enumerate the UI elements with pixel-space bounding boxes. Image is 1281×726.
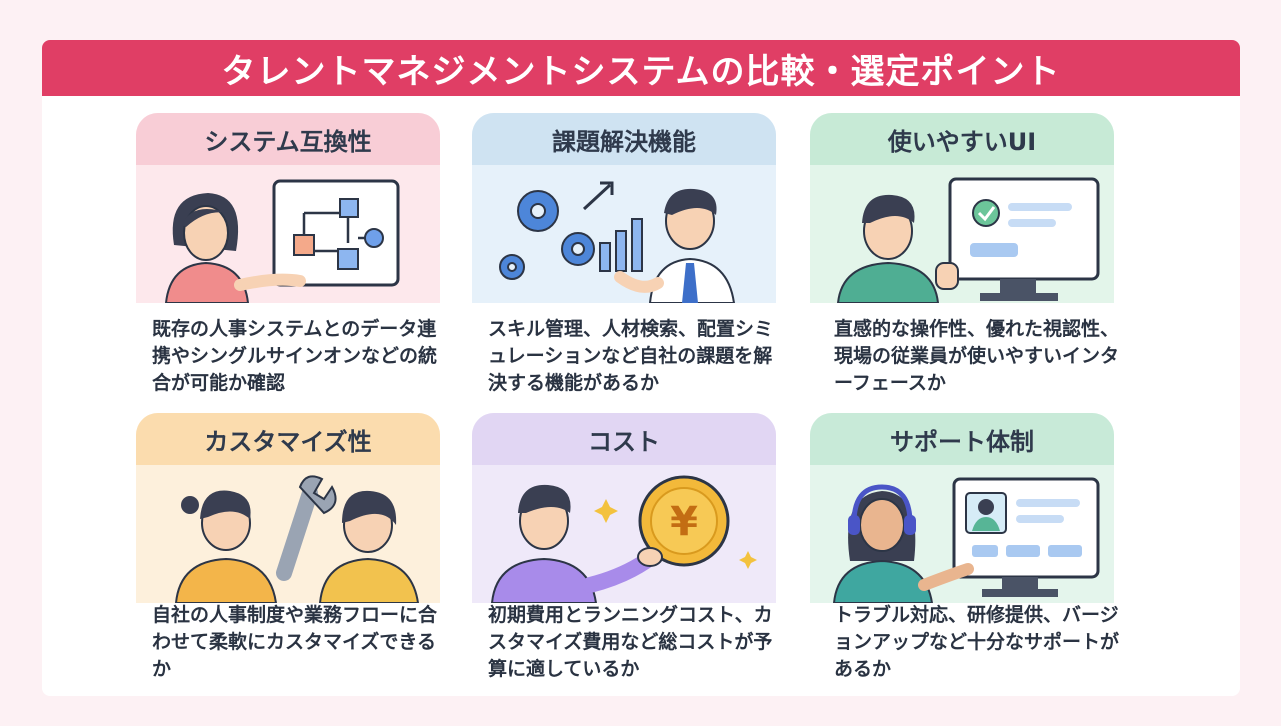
card-support: サポート体制 [810,413,1114,603]
compatibility-illustration [136,165,440,303]
yen-symbol: ¥ [670,499,698,545]
card-description: 既存の人事システムとのデータ連携やシングルサインオンなどの統合が可能か確認 [152,318,438,394]
title-banner: タレントマネジメントシステムの比較・選定ポイント [42,40,1240,96]
card-description: 直感的な操作性、優れた視認性、現場の従業員が使いやすいインターフェースか [834,318,1120,394]
card-usable-ui: 使いやすいUI [810,113,1114,303]
cost-illustration: ¥ [472,465,776,603]
customizability-illustration [136,465,440,603]
problem-solving-illustration [472,165,776,303]
support-illustration [810,465,1114,603]
page-title: タレントマネジメントシステムの比較・選定ポイント [221,51,1061,92]
card-system-compatibility: システム互換性 [136,113,440,303]
card-heading: 使いやすいUI [810,113,1114,165]
card-description: トラブル対応、研修提供、バージョンアップなど十分なサポートがあるか [834,604,1120,680]
card-description: スキル管理、人材検索、配置シミュレーションなど自社の課題を解決する機能があるか [488,318,774,394]
usable-ui-illustration [810,165,1114,303]
card-heading: 課題解決機能 [472,113,776,165]
card-description: 初期費用とランニングコスト、カスタマイズ費用など総コストが予算に適しているか [488,604,773,680]
card-customizability: カスタマイズ性 [136,413,440,603]
card-description: 自社の人事制度や業務フローに合わせて柔軟にカスタマイズできるか [152,604,438,680]
card-problem-solving: 課題解決機能 [472,113,776,303]
card-heading: コスト [472,413,776,465]
card-heading: システム互換性 [136,113,440,165]
card-cost: コスト ¥ [472,413,776,603]
card-heading: カスタマイズ性 [136,413,440,465]
card-heading: サポート体制 [810,413,1114,465]
